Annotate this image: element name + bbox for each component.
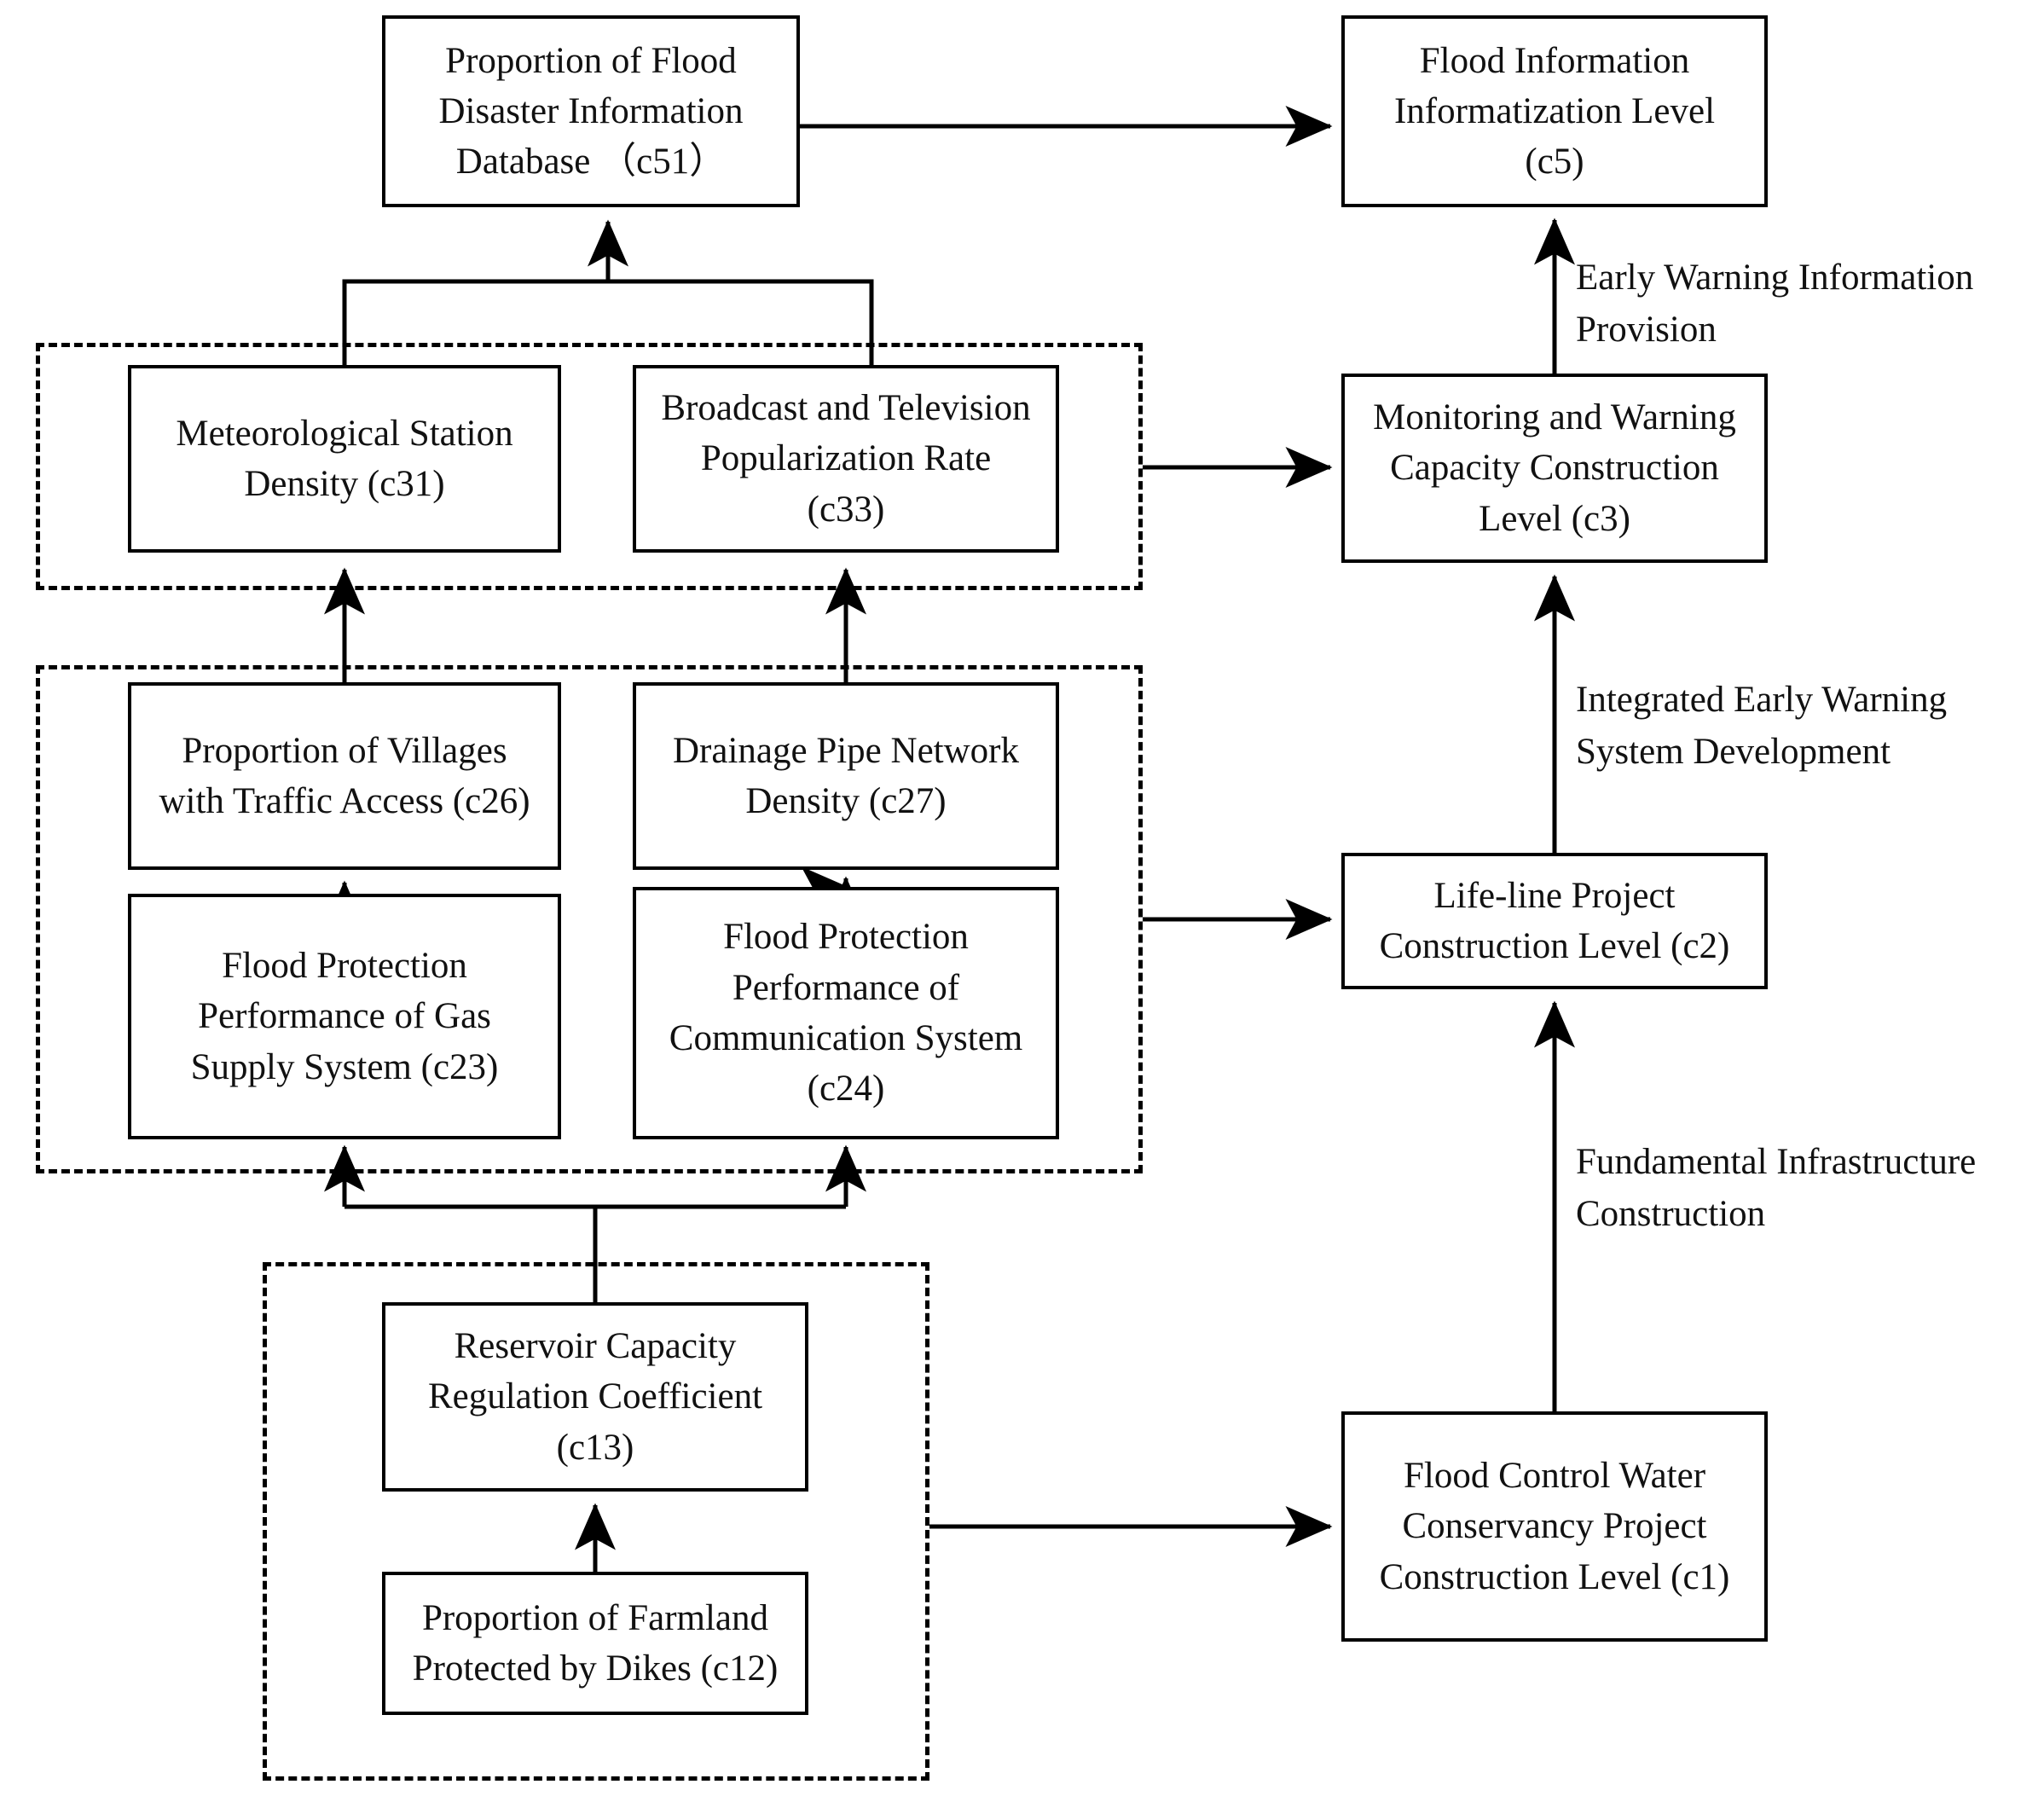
node-c1[interactable]: Flood Control Water Conservancy Project … xyxy=(1341,1411,1768,1642)
node-c24[interactable]: Flood Protection Performance of Communic… xyxy=(633,887,1059,1139)
node-c33[interactable]: Broadcast and Television Popularization … xyxy=(633,365,1059,553)
node-c27[interactable]: Drainage Pipe Network Density (c27) xyxy=(633,682,1059,870)
node-c13[interactable]: Reservoir Capacity Regulation Coefficien… xyxy=(382,1302,808,1492)
edge-label-integrated-early-warning-system-development: Integrated Early Warning System Developm… xyxy=(1576,680,1948,773)
node-c31[interactable]: Meteorological Station Density (c31) xyxy=(128,365,561,553)
edge-label-early-warning-information-provision: Early Warning Information Provision xyxy=(1576,258,1974,351)
node-c23[interactable]: Flood Protection Performance of Gas Supp… xyxy=(128,894,561,1139)
node-c26[interactable]: Proportion of Villages with Traffic Acce… xyxy=(128,682,561,870)
node-c12[interactable]: Proportion of Farmland Protected by Dike… xyxy=(382,1572,808,1715)
group-box-c2-indicators xyxy=(36,665,1143,1173)
node-c5[interactable]: Flood Information Informatization Level … xyxy=(1341,15,1768,207)
node-c51[interactable]: Proportion of Flood Disaster Information… xyxy=(382,15,800,207)
node-c3[interactable]: Monitoring and Warning Capacity Construc… xyxy=(1341,374,1768,563)
edge-label-fundamental-infrastructure-construction: Fundamental Infrastructure Construction xyxy=(1576,1142,1977,1235)
node-c2[interactable]: Life-line Project Construction Level (c2… xyxy=(1341,853,1768,989)
